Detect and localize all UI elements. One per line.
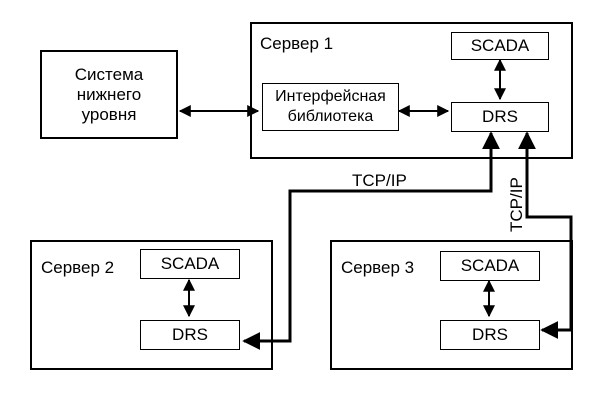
server1-interface-lib-label: Интерфейсная библиотека (275, 87, 386, 127)
interface-lib-line1: Интерфейсная (275, 88, 386, 105)
lower-system-line3: уровня (81, 104, 137, 124)
lower-system-line2: нижнего (76, 84, 142, 104)
interface-lib-line2: библиотека (287, 108, 374, 125)
server1-scada-label: SCADA (470, 36, 530, 55)
link-drs1-to-drs3 (518, 131, 573, 339)
server2-scada-box: SCADA (140, 249, 240, 279)
server2-drs-box: DRS (140, 320, 240, 350)
link-drs1-to-drs2 (242, 131, 500, 350)
tcp-label-left: TCP/IP (352, 171, 407, 190)
lower-system-label: Система нижнего уровня (75, 65, 143, 125)
server1-drs-label: DRS (482, 107, 518, 126)
lower-system-box: Система нижнего уровня (40, 50, 178, 139)
server1-drs-box: DRS (451, 102, 549, 132)
server1-scada-box: SCADA (451, 32, 549, 60)
server1-interface-lib-box: Интерфейсная библиотека (262, 83, 399, 131)
server2-box: Сервер 2 SCADA DRS (30, 240, 273, 370)
server2-drs-label: DRS (172, 325, 208, 344)
server1-title: Сервер 1 (260, 34, 334, 53)
server2-title: Сервер 2 (41, 258, 115, 277)
lower-system-line1: Система (74, 64, 144, 84)
server2-scada-label: SCADA (160, 254, 220, 273)
tcp-label-right: TCP/IP (507, 177, 526, 232)
